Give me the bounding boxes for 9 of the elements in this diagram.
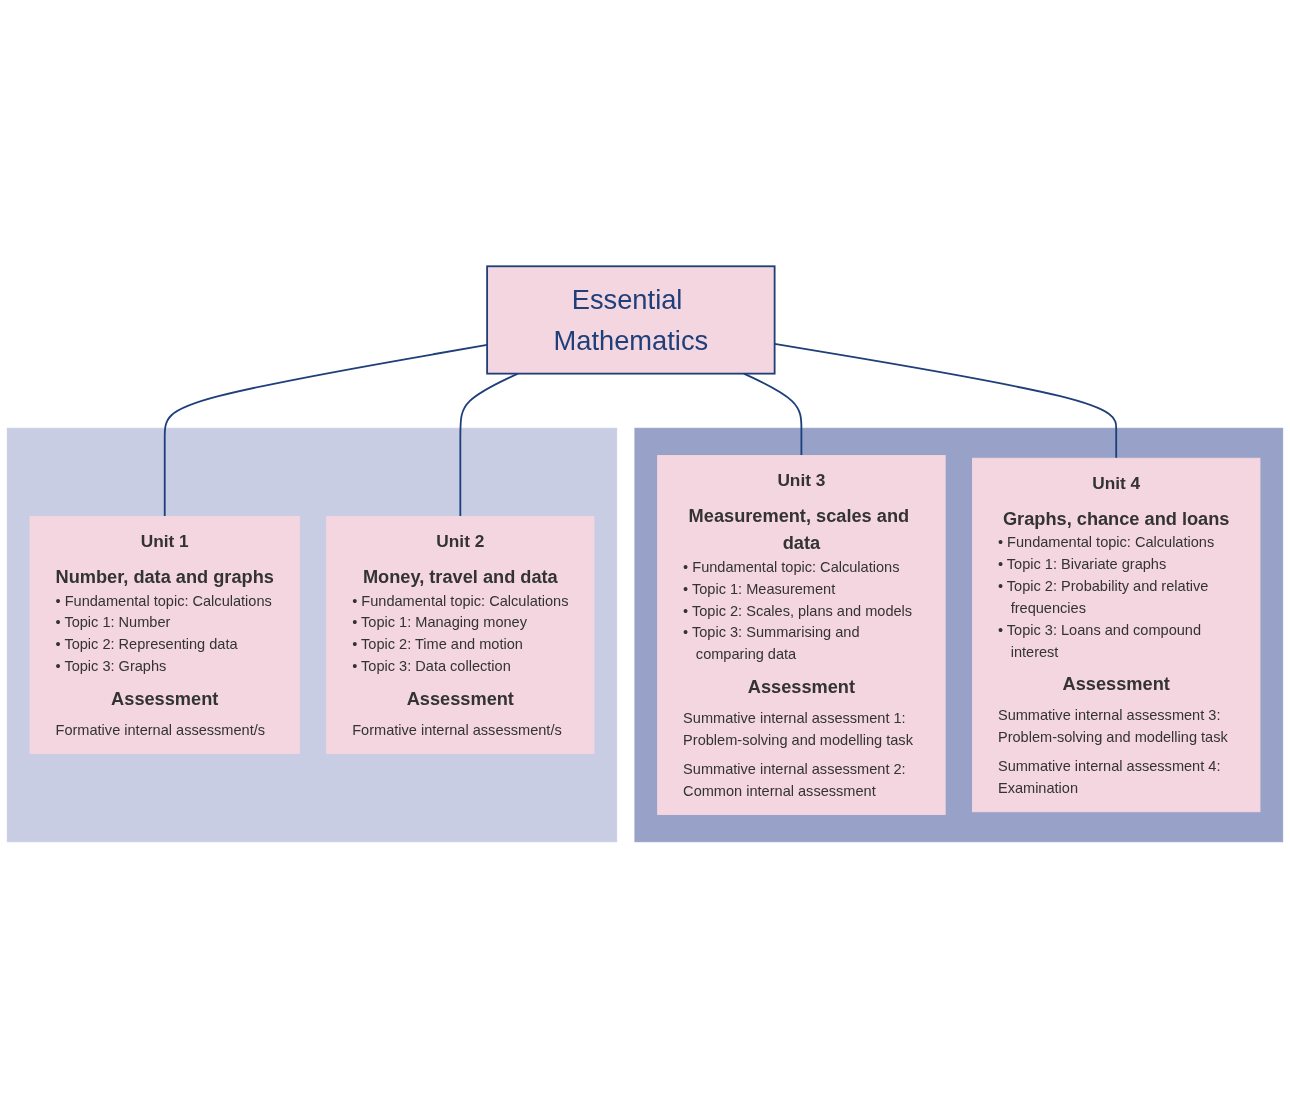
node-box: Essential Mathematics (486, 265, 776, 375)
node-box: Unit 1 Number, data and graphs • Fundamental topic: Calculations • Topic 1: Number • Topic 2: Representing data • Topic 3: Graphs Assessment Formative internal assessment/s (29, 516, 300, 754)
node-box: Unit 2 Money, travel and data • Fundamental topic: Calculations • Topic 1: Managing money • Topic 2: Time and motion • Topic 3: Data collection Assessment Formative internal assessment/s (326, 516, 595, 754)
cluster (634, 427, 1284, 843)
node-box: Unit 3 Measurement, scales and data • Fundamental topic: Calculations • Topic 1: Measurement • Topic 2: Scales, plans and models • Topic 3: Summarising and comparing data Assessment Summative internal assessment 1: Problem-solving and modelling task Summative internal assessment 2: Common internal assessment (657, 455, 946, 815)
node-box: Unit 4 Graphs, chance and loans • Fundamental topic: Calculations • Topic 1: Bivariate graphs • Topic 2: Probability and relative frequencies • Topic 3: Loans and compound interest Assessment Summative internal assessment 3: Problem-solving and modelling task Summative internal assessment 4: Examination (972, 457, 1261, 813)
connector (743, 372, 803, 457)
cluster (6, 427, 618, 843)
connector (459, 372, 519, 518)
